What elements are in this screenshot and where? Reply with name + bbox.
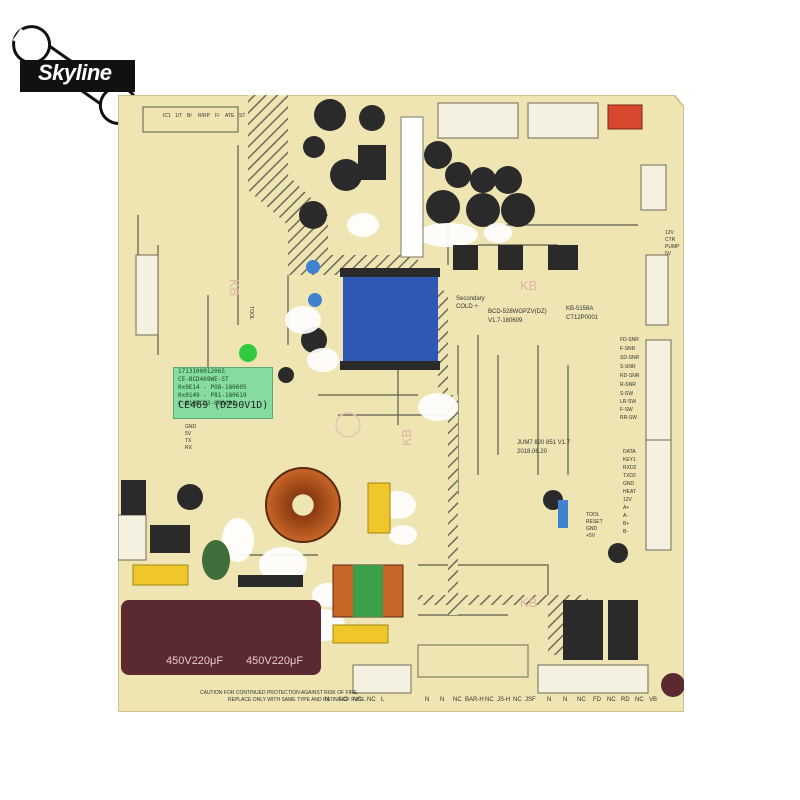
pin-label: SD-SNR bbox=[620, 355, 640, 361]
pin-label: NC bbox=[577, 697, 586, 703]
pin-label: IC1 bbox=[163, 113, 171, 119]
caution-line: CAUTION FOR CONTINUED PROTECTION AGAINST… bbox=[200, 690, 359, 696]
pin-label: A+ bbox=[623, 505, 630, 511]
pin-label: RD-SNR bbox=[620, 373, 640, 379]
pin-label: JS-H bbox=[497, 697, 511, 703]
capacitor-marking: 450V220μF bbox=[246, 655, 304, 667]
pin-label: R-SNR bbox=[620, 382, 636, 388]
sticker-line: C-010EC23-000003 bbox=[178, 400, 236, 407]
pin-label: NC bbox=[485, 697, 494, 703]
pin-label: NC bbox=[353, 697, 362, 703]
pin-label: RD bbox=[621, 697, 630, 703]
toroid-coil bbox=[265, 467, 341, 543]
pin-label: F-SNR bbox=[620, 346, 636, 352]
sticker-line: CE-BCD469WE-ST bbox=[178, 376, 229, 383]
misc-label: PUMP bbox=[665, 244, 680, 250]
part-sticker: 1713100012065 CE-BCD469WE-ST 0x0E14 - PO… bbox=[173, 367, 273, 419]
blue-transformer bbox=[343, 275, 438, 365]
board-code-label: CE469 (DZ90V1D) bbox=[178, 400, 269, 411]
pin-label: S-SW bbox=[620, 391, 634, 397]
pin-label: NC bbox=[339, 697, 348, 703]
cold-label: COLD + bbox=[456, 304, 478, 310]
misc-label: CTR bbox=[665, 237, 676, 243]
board-id: KB-5158A bbox=[566, 306, 594, 312]
capacitor-marking: 450V220μF bbox=[166, 655, 224, 667]
serial-label: JUM7 820 851 V1.7 bbox=[517, 440, 571, 446]
misc-label: 12V bbox=[665, 230, 674, 236]
kb-mark: KB bbox=[520, 595, 538, 610]
misc-label: RESET bbox=[586, 519, 603, 525]
pin-label: DATA bbox=[623, 449, 636, 455]
pin-label: NC bbox=[453, 697, 462, 703]
pin-label: N bbox=[563, 697, 568, 703]
bulk-capacitor bbox=[121, 600, 321, 675]
misc-label: GND bbox=[586, 526, 598, 532]
pin-label: L bbox=[381, 697, 385, 703]
sticker-line: 0x0149 - P81-180619 bbox=[178, 392, 247, 399]
pcb-outline bbox=[118, 95, 684, 712]
pin-label: F/ bbox=[215, 113, 220, 119]
sticker-line: 1713100012065 bbox=[178, 368, 225, 375]
secondary-label: Secondary bbox=[456, 296, 485, 302]
pin-label: RX bbox=[185, 445, 192, 451]
pin-label: GND bbox=[185, 424, 197, 430]
pin-label: RXD2 bbox=[623, 465, 637, 471]
pin-label: ST bbox=[239, 113, 246, 119]
pin-label: TX bbox=[185, 438, 192, 444]
pin-label: VB bbox=[649, 697, 658, 703]
pin-label: TXD2 bbox=[623, 473, 636, 479]
pin-label: KEY1 bbox=[623, 457, 636, 463]
kb-mark: KB bbox=[399, 428, 415, 447]
transformer-label: BCD-528WGPZV(DZ) bbox=[488, 309, 547, 315]
pin-label: 5V bbox=[185, 431, 192, 437]
pin-label: NC bbox=[635, 697, 644, 703]
pin-label: HEAT bbox=[623, 489, 636, 495]
kb-mark: KB bbox=[227, 278, 243, 297]
pin-label: N bbox=[325, 697, 330, 703]
misc-label: 5V bbox=[665, 251, 672, 257]
pin-label: RR-SW bbox=[620, 415, 637, 421]
pin-label: B- bbox=[623, 529, 628, 535]
pin-label: N bbox=[547, 697, 552, 703]
misc-label: +5V bbox=[586, 533, 596, 539]
pin-label: NC bbox=[607, 697, 616, 703]
pin-label: NC bbox=[367, 697, 376, 703]
pin-label: FD-SNR bbox=[620, 337, 639, 343]
pin-label: S-SNR bbox=[620, 364, 636, 370]
green-led bbox=[239, 344, 257, 362]
pin-label: FD bbox=[593, 697, 601, 703]
top-connectors bbox=[142, 102, 643, 139]
board-rev: CT12P0001 bbox=[566, 315, 599, 321]
pin-label: A- bbox=[623, 513, 628, 519]
pin-label: 12V bbox=[623, 497, 632, 503]
transformer-sub: V1.7-180609 bbox=[488, 318, 523, 324]
misc-label: TOOL bbox=[586, 512, 600, 518]
pin-label: B/ bbox=[187, 113, 192, 119]
pin-label: F-SW bbox=[620, 407, 633, 413]
pcb-board bbox=[118, 95, 684, 712]
pin-label: R/RP bbox=[198, 113, 210, 119]
kb-mark: KB bbox=[520, 278, 538, 293]
caution-line: REPLACE ONLY WITH SAME TYPE AND RATING O… bbox=[228, 697, 366, 703]
pin-label: BAR-H bbox=[465, 697, 484, 703]
logo-text: Skyline bbox=[38, 60, 112, 85]
pin-label: ATE bbox=[225, 113, 235, 119]
sticker-line: 0x0E14 - PO8-180605 bbox=[178, 384, 247, 391]
pin-label: 1/T bbox=[175, 113, 183, 119]
date-label: 2018.06.20 bbox=[517, 449, 548, 455]
pin-label: NC bbox=[513, 697, 522, 703]
pin-label: GND bbox=[623, 481, 635, 487]
electrolytic-caps bbox=[177, 99, 684, 697]
pin-label: N bbox=[425, 697, 430, 703]
pin-label: LR-SW bbox=[620, 399, 637, 405]
pin-label: JSF bbox=[525, 697, 536, 703]
pin-label: B+ bbox=[623, 521, 630, 527]
pin-label: N bbox=[440, 697, 445, 703]
misc-label: TOOL bbox=[247, 306, 254, 320]
